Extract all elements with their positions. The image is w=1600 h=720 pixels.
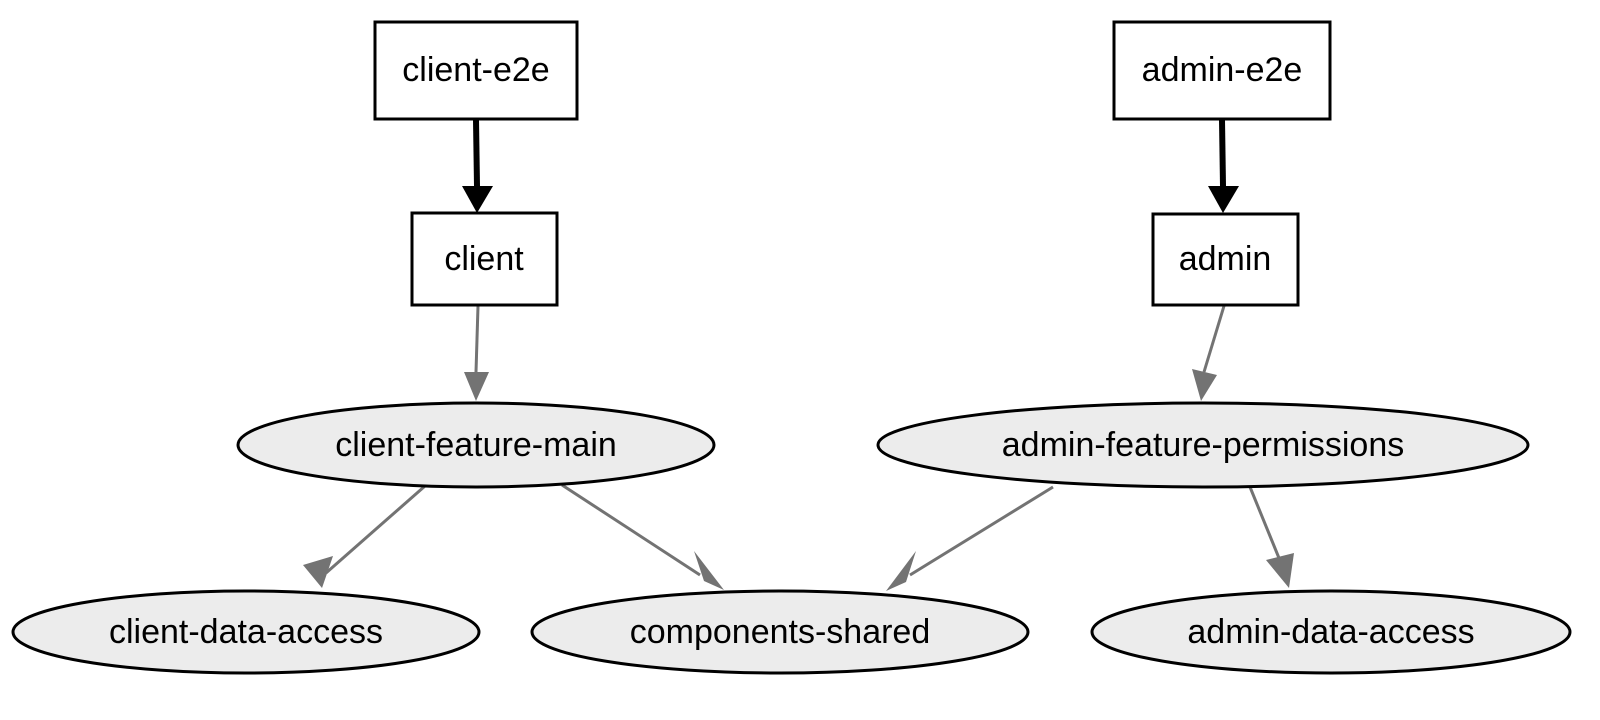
node-label: admin-data-access	[1187, 613, 1474, 651]
arrowhead-icon	[694, 551, 724, 590]
node-shape-ellipse[interactable]	[236, 401, 716, 489]
arrowhead-icon	[462, 186, 493, 213]
node-label: admin-e2e	[1142, 51, 1303, 89]
node-admin-data-access[interactable]: admin-data-access	[1090, 589, 1572, 675]
edge-client-e2e-to-client	[462, 119, 493, 213]
edge-line	[1248, 486, 1283, 564]
edge-group-weak	[303, 305, 1294, 591]
node-label: client-data-access	[109, 613, 383, 651]
arrowhead-icon	[1208, 186, 1239, 213]
edge-client-feature-main-to-client-data-access	[303, 484, 426, 588]
node-shape-ellipse[interactable]	[11, 589, 481, 675]
arrowhead-icon	[303, 556, 333, 588]
node-label: client	[444, 240, 524, 278]
arrowhead-icon	[464, 372, 489, 401]
edge-line	[325, 484, 426, 575]
node-label: admin	[1179, 240, 1272, 278]
node-label: components-shared	[630, 613, 931, 651]
edge-line	[561, 483, 701, 577]
node-label: client-feature-main	[335, 426, 617, 464]
edge-client-feature-main-to-components-shared	[561, 483, 724, 590]
arrowhead-icon	[886, 551, 916, 591]
edge-admin-to-admin-feature-permissions	[1192, 305, 1226, 401]
edge-client-to-client-feature-main	[464, 305, 489, 401]
node-admin-feature-permissions[interactable]: admin-feature-permissions	[876, 401, 1530, 489]
node-client-feature-main[interactable]: client-feature-main	[236, 401, 716, 489]
node-label: client-e2e	[402, 51, 549, 89]
edge-group-strong	[462, 119, 1239, 213]
edge-line	[473, 119, 480, 187]
node-admin-e2e[interactable]: admin-e2e	[1112, 20, 1332, 121]
edge-admin-feature-permissions-to-admin-data-access	[1248, 486, 1294, 588]
node-shape-ellipse[interactable]	[530, 589, 1030, 675]
edge-line	[1202, 305, 1226, 373]
node-admin[interactable]: admin	[1151, 212, 1300, 307]
node-shape-box[interactable]	[1151, 212, 1300, 307]
edge-line	[1219, 119, 1226, 187]
node-shape-ellipse[interactable]	[1090, 589, 1572, 675]
node-shape-box[interactable]	[410, 211, 559, 307]
edge-admin-feature-permissions-to-components-shared	[886, 485, 1054, 591]
node-shape-box[interactable]	[373, 20, 579, 121]
edge-line	[474, 305, 480, 373]
edge-line	[909, 485, 1054, 577]
node-shape-ellipse[interactable]	[876, 401, 1530, 489]
node-components-shared[interactable]: components-shared	[530, 589, 1030, 675]
edge-admin-e2e-to-admin	[1208, 119, 1239, 213]
node-client[interactable]: client	[410, 211, 559, 307]
node-client-data-access[interactable]: client-data-access	[11, 589, 481, 675]
arrowhead-icon	[1192, 369, 1217, 401]
arrowhead-icon	[1266, 553, 1294, 588]
node-client-e2e[interactable]: client-e2e	[373, 20, 579, 121]
node-shape-box[interactable]	[1112, 20, 1332, 121]
node-label: admin-feature-permissions	[1002, 426, 1405, 464]
